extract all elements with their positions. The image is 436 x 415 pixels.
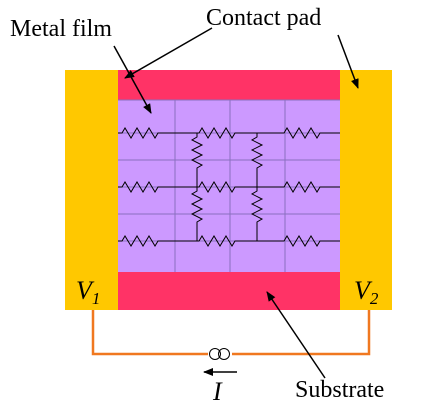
bottom-contact-strip [118,272,340,310]
contact-pad-callout-arrow-right [337,34,359,89]
vertical-resistor-left-lower [190,187,204,241]
v1-label: V1 [76,276,100,308]
substrate-label: Substrate [295,377,384,403]
v2-label-subscript: 2 [370,289,379,308]
vertical-resistor-right-lower [250,187,264,241]
v1-label-base: V [76,276,95,305]
metal-film-label: Metal film [10,16,112,42]
horizontal-resistor-row-2 [118,181,340,193]
metal-film-callout-arrow [113,45,152,114]
vertical-resistors [190,133,264,241]
top-contact-strip [118,70,340,100]
substrate-callout-arrow [266,291,326,379]
current-label: I [212,377,223,406]
contact-pad-label: Contact pad [206,5,321,31]
left-electrode [65,70,118,310]
external-circuit-wire [91,310,371,356]
horizontal-resistor-row-1 [118,127,340,139]
right-electrode [340,70,392,310]
v1-label-subscript: 1 [92,289,101,308]
vertical-resistor-right-upper [250,133,264,187]
contact-pad-callout-arrow-left [124,27,213,79]
v2-label: V2 [354,276,379,308]
horizontal-resistor-row-3 [118,235,340,247]
current-source-icon [209,348,230,360]
v2-label-base: V [354,276,373,305]
vertical-resistor-left-upper [190,133,204,187]
